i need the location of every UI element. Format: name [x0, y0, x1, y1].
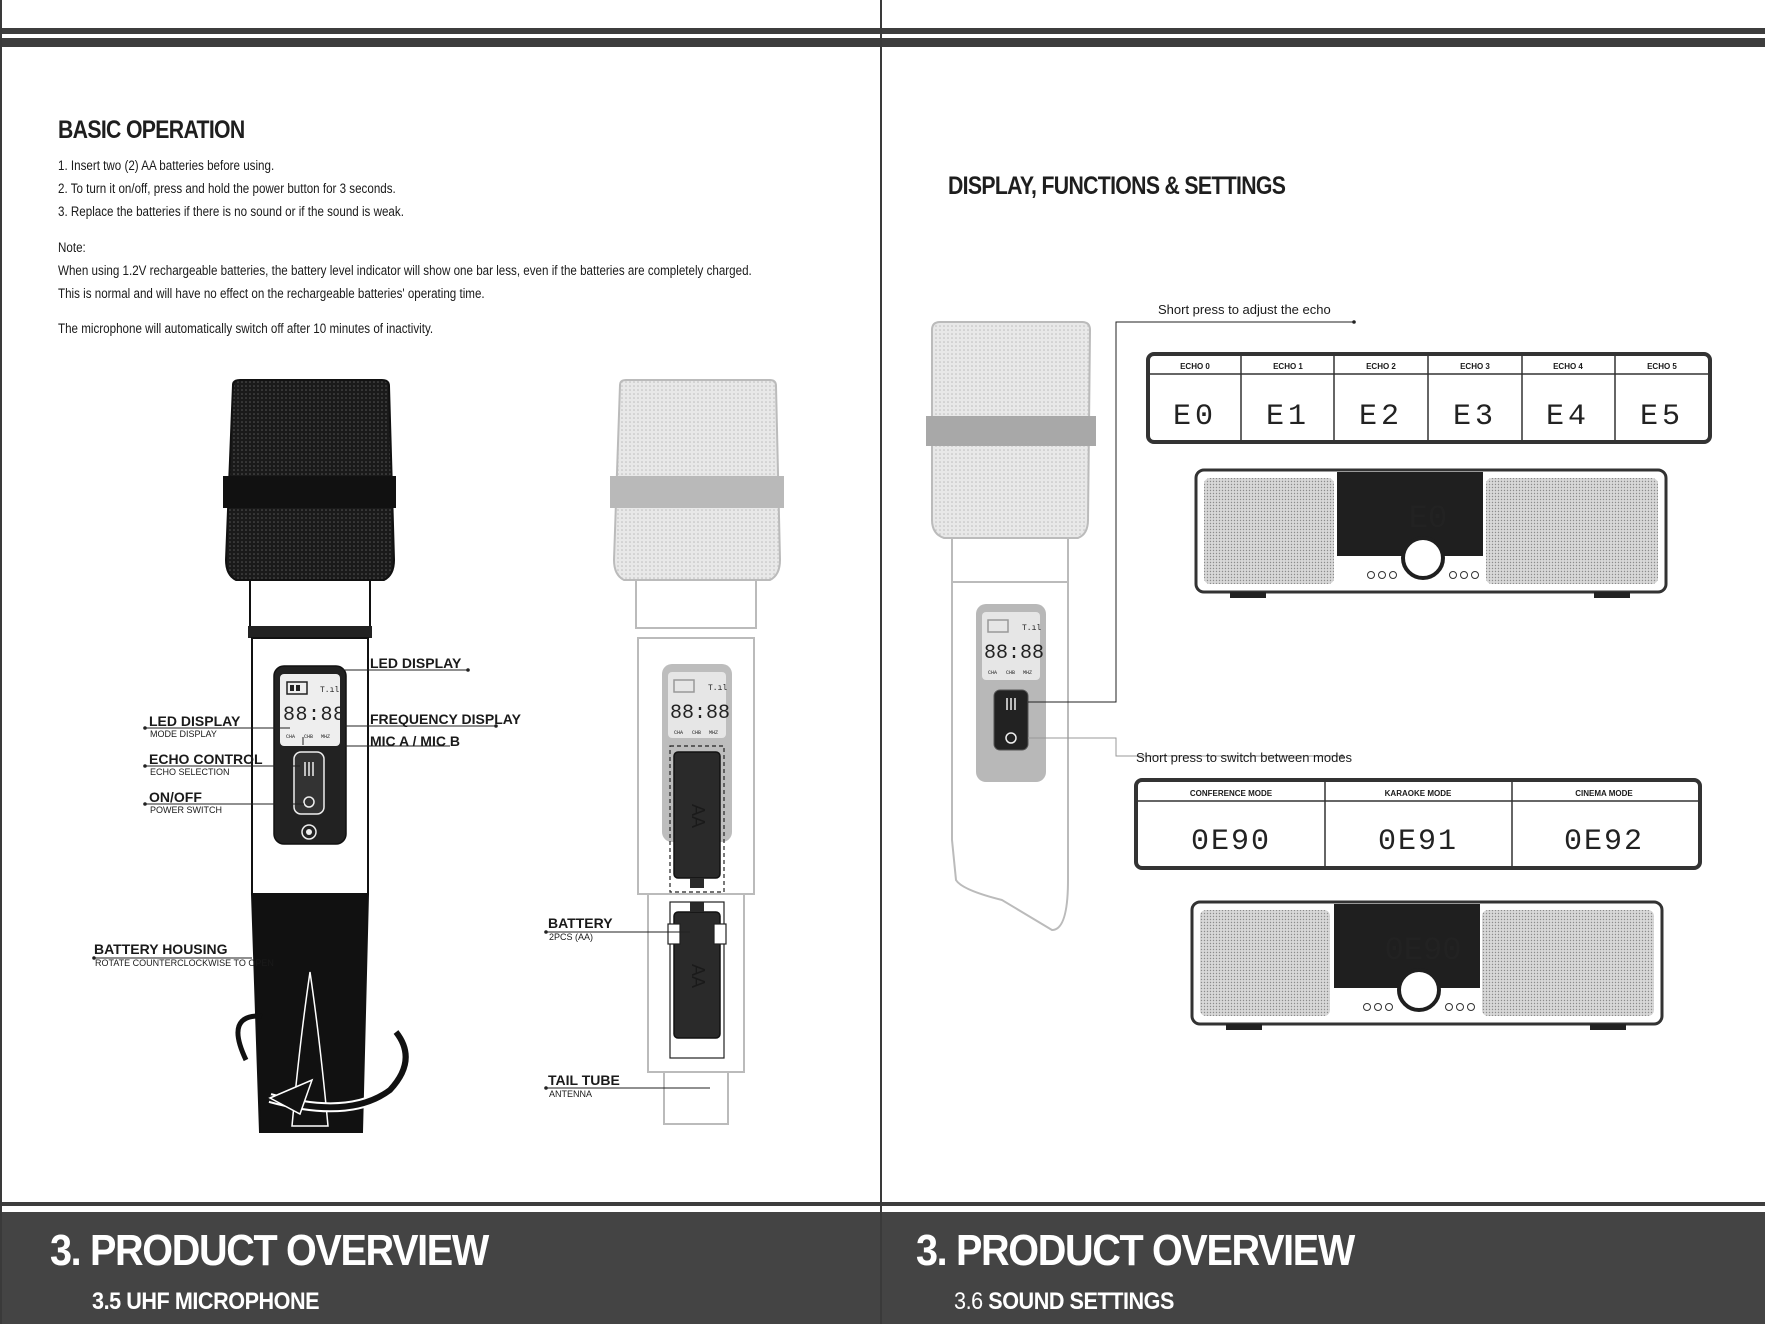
callout-echo-control-sub: ECHO SELECTION	[150, 767, 230, 777]
mode-header-0: CONFERENCE MODE	[1190, 789, 1273, 798]
echo-header-4: ECHO 4	[1553, 362, 1583, 371]
chapter-title: 3. PRODUCT OVERVIEW	[50, 1226, 489, 1275]
section-title: 3.5 UHF MICROPHONE	[92, 1288, 320, 1316]
top-rule	[0, 28, 881, 34]
svg-text:88:88: 88:88	[984, 642, 1044, 665]
svg-text:CHA: CHA	[988, 670, 997, 676]
sound-settings-diagram: T.ıl 88:88 CHA CHB MHZ Short press to ad…	[926, 302, 1712, 1030]
page-right: DISPLAY, FUNCTIONS & SETTINGS T.ıl 88:88…	[882, 0, 1765, 1324]
mode-value-1: 0E91	[1378, 825, 1458, 859]
battery-label-2: AA	[688, 964, 708, 988]
power-button-icon	[303, 796, 315, 808]
lcd-chb: CHB	[304, 734, 313, 740]
echo-value-5: E5	[1640, 400, 1684, 434]
echo-header-5: ECHO 5	[1647, 362, 1677, 371]
lcd-digits: 88:88	[283, 704, 346, 727]
callout-led-display-left: LED DISPLAY	[149, 713, 241, 729]
mode-value-2: 0E92	[1564, 825, 1644, 859]
top-rule-thick	[0, 38, 881, 47]
step-1: 1. Insert two (2) AA batteries before us…	[58, 158, 275, 173]
callout-tail-tube-sub: ANTENNA	[549, 1089, 592, 1099]
microphone-side-view: T.ıl 88:88 CHA CHB MHZ	[926, 321, 1096, 932]
power-button-icon	[1005, 732, 1017, 744]
section-number: 3.6	[954, 1288, 983, 1315]
ghost-lcd-digits: 88:88	[670, 702, 730, 725]
svg-text:CHB: CHB	[1006, 670, 1015, 676]
bottom-rule	[0, 1202, 881, 1206]
svg-text:CHB: CHB	[692, 730, 701, 736]
soundbar-echo: E0	[1194, 468, 1668, 598]
echo-button	[293, 751, 325, 815]
echo-header-0: ECHO 0	[1180, 362, 1210, 371]
power-led-icon	[301, 824, 317, 840]
mode-header-2: CINEMA MODE	[1575, 789, 1633, 798]
callout-mic-ab: MIC A / MIC B	[370, 733, 460, 749]
mode-header-1: KARAOKE MODE	[1385, 789, 1452, 798]
svg-text:CHA: CHA	[674, 730, 683, 736]
section-heading: DISPLAY, FUNCTIONS & SETTINGS	[948, 172, 1286, 200]
callout-on-off: ON/OFF	[149, 789, 202, 805]
step-3: 3. Replace the batteries if there is no …	[58, 204, 404, 219]
step-2: 2. To turn it on/off, press and hold the…	[58, 181, 396, 196]
echo-header-2: ECHO 2	[1366, 362, 1396, 371]
echo-value-0: E0	[1173, 400, 1217, 434]
page-border-left	[0, 0, 2, 1324]
callout-frequency-display: FREQUENCY DISPLAY	[370, 711, 522, 727]
battery-label-1: AA	[688, 804, 708, 828]
top-rule-thick	[882, 38, 1765, 47]
volume-knob-icon	[1397, 968, 1441, 1012]
auto-off-note: The microphone will automatically switch…	[58, 321, 434, 336]
echo-caption: Short press to adjust the echo	[1158, 302, 1331, 317]
note-label: Note:	[58, 240, 86, 255]
echo-value-3: E3	[1453, 400, 1497, 434]
echo-button-highlight	[993, 689, 1029, 751]
signal-icon: T.ıl	[320, 686, 339, 695]
echo-header-3: ECHO 3	[1460, 362, 1490, 371]
mode-value-0: 0E90	[1191, 825, 1271, 859]
svg-text:T.ıl: T.ıl	[708, 684, 727, 693]
bottom-rule	[882, 1202, 1765, 1206]
callout-battery-housing-sub: ROTATE COUNTERCLOCKWISE TO OPEN	[95, 958, 274, 968]
chapter-title: 3. PRODUCT OVERVIEW	[916, 1226, 1355, 1275]
mode-table: CONFERENCE MODE KARAOKE MODE CINEMA MODE…	[1134, 778, 1702, 870]
echo-value-1: E1	[1266, 400, 1310, 434]
svg-text:T.ıl: T.ıl	[1022, 624, 1041, 633]
lcd-mhz: MHZ	[321, 734, 330, 740]
microphone-open-view: T.ıl 88:88 CHA CHB MHZ AA AA	[610, 379, 784, 1125]
mode-caption: Short press to switch between modes	[1136, 750, 1353, 765]
page-spine	[880, 0, 882, 1324]
callout-battery-housing: BATTERY HOUSING	[94, 941, 228, 957]
page-left: BASIC OPERATION 1. Insert two (2) AA bat…	[0, 0, 881, 1324]
note-line-2: This is normal and will have no effect o…	[58, 286, 485, 301]
echo-table: ECHO 0 ECHO 1 ECHO 2 ECHO 3 ECHO 4 ECHO …	[1146, 352, 1712, 444]
echo-value-2: E2	[1359, 400, 1403, 434]
note-line-1: When using 1.2V rechargeable batteries, …	[58, 263, 752, 278]
footer-right: 3. PRODUCT OVERVIEW 3.6 SOUND SETTINGS	[882, 1212, 1765, 1324]
section-number: 3.5	[92, 1288, 121, 1315]
soundbar-echo-display: E0	[1409, 500, 1447, 537]
soundbar-mode-display: 0E90	[1385, 932, 1462, 969]
section-heading: BASIC OPERATION	[58, 116, 245, 144]
section-name: UHF MICROPHONE	[126, 1288, 320, 1315]
echo-header-1: ECHO 1	[1273, 362, 1303, 371]
svg-text:MHZ: MHZ	[709, 730, 718, 736]
microphone-front: T.ıl 88:88 CHA CHB MHZ	[223, 379, 411, 1133]
lcd-cha: CHA	[286, 734, 295, 740]
volume-knob-icon	[1401, 536, 1445, 580]
top-rule	[882, 28, 1765, 34]
svg-text:MHZ: MHZ	[1023, 670, 1032, 676]
footer-left: 3. PRODUCT OVERVIEW 3.5 UHF MICROPHONE	[0, 1212, 881, 1324]
echo-value-4: E4	[1546, 400, 1590, 434]
soundbar-mode: 0E90	[1190, 900, 1664, 1030]
callout-on-off-sub: POWER SWITCH	[150, 805, 222, 815]
callout-tail-tube: TAIL TUBE	[548, 1072, 620, 1088]
microphone-diagram: T.ıl 88:88 CHA CHB MHZ	[92, 379, 784, 1133]
section-name: SOUND SETTINGS	[988, 1288, 1174, 1315]
callout-led-display-top: LED DISPLAY	[370, 655, 462, 671]
callout-battery: BATTERY	[548, 915, 613, 931]
callout-led-display-left-sub: MODE DISPLAY	[150, 729, 217, 739]
section-title: 3.6 SOUND SETTINGS	[954, 1288, 1174, 1316]
callout-battery-sub: 2PCS (AA)	[549, 932, 593, 942]
callout-echo-control: ECHO CONTROL	[149, 751, 263, 767]
